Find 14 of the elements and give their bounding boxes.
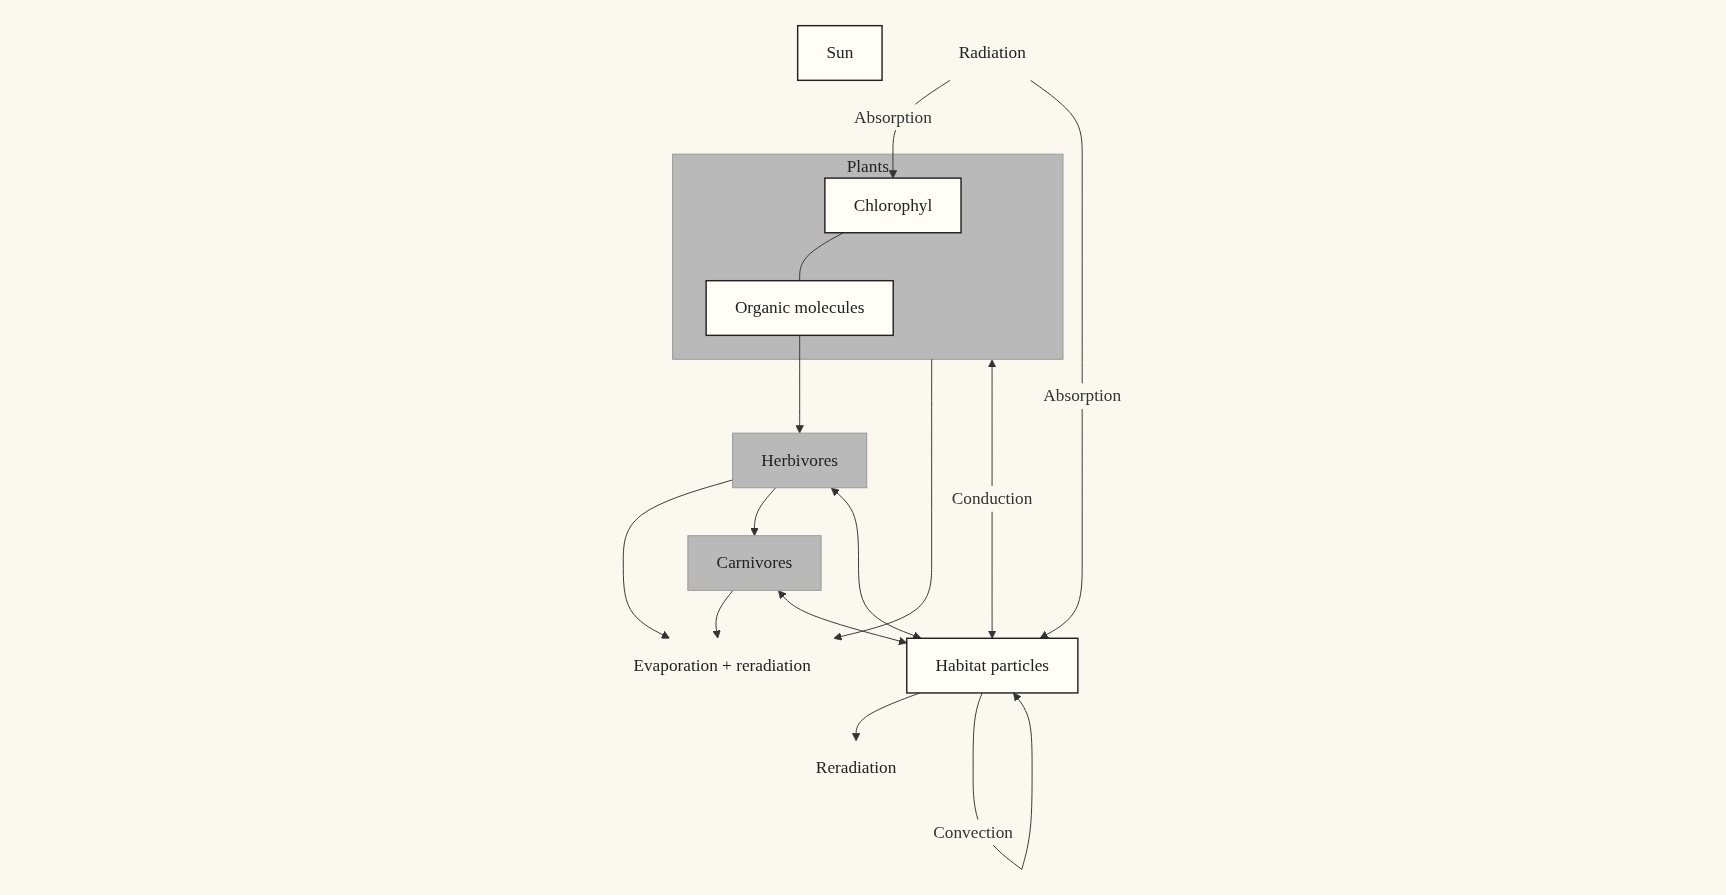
node-box: Chlorophyl xyxy=(824,177,962,234)
edge-label: Absorption xyxy=(1043,386,1122,406)
edge-label: Absorption xyxy=(854,107,932,127)
node-box: Habitat particles xyxy=(906,637,1079,694)
node-box: Carnivores xyxy=(687,535,822,591)
edge-label: Convection xyxy=(933,822,1014,842)
node-box: Herbivores xyxy=(732,432,868,489)
node-text: Reradiation xyxy=(816,758,897,778)
node-box: Sun xyxy=(797,24,883,81)
node-box: Organic molecules xyxy=(705,279,895,336)
connector xyxy=(799,232,844,282)
node-text: Evaporation + reradiation xyxy=(633,655,812,675)
node-text: Radiation xyxy=(958,42,1027,63)
edge-label: Conduction xyxy=(951,488,1033,508)
